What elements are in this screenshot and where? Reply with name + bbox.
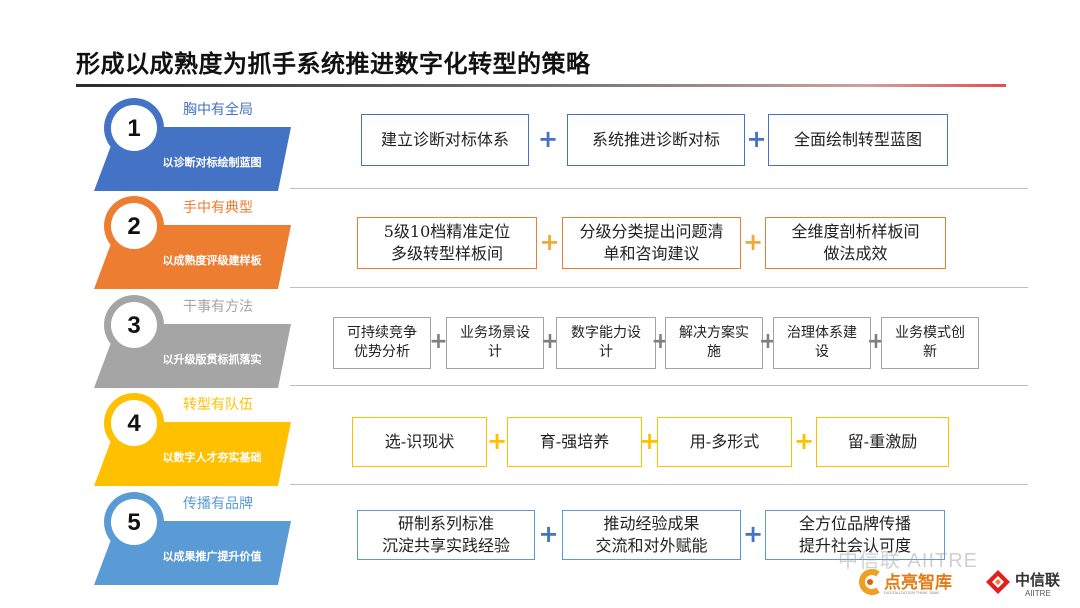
row-separator [290,188,1028,189]
plus-icon: + [538,520,559,548]
strategy-number: 1 [127,115,141,142]
strategy-1-item-box: 全面绘制转型蓝图 [768,114,948,166]
strategy-heading: 手中有典型 [183,200,253,216]
strategy-number: 2 [127,213,141,240]
plus-icon: + [540,329,560,354]
strategy-2-item-box: 5级10档精准定位 多级转型样板间 [357,217,537,269]
row-separator [290,385,1028,386]
strategy-5-item-box: 研制系列标准 沉淀共享实践经验 [357,510,535,560]
strategy-subtitle: 以诊断对标绘制蓝图 [162,156,262,169]
badge-shape-icon [94,295,291,388]
strategy-badge-1: 1 胸中有全局以诊断对标绘制蓝图 [88,97,298,193]
page-title: 形成以成熟度为抓手系统推进数字化转型的策略 [76,50,591,78]
strategy-badge-4: 4 转型有队伍以数字人才夯实基础 [88,392,298,488]
think-tank-logo: 点亮智库 DIGITALIZATION THINK TANK [858,566,968,600]
strategy-4-item-box: 选-识现状 [352,417,487,467]
strategy-2-item-box: 全维度剖析样板间 做法成效 [765,217,946,269]
plus-icon: + [758,329,778,354]
badge-shape-icon [94,196,291,289]
think-tank-logo-name: 点亮智库 [884,573,952,592]
strategy-heading: 转型有队伍 [183,397,253,413]
aiitre-logo: 中信联 AIITRE [985,566,1075,600]
strategy-4-item-box: 用-多形式 [657,417,792,467]
plus-icon: + [537,125,559,153]
aiitre-logo-icon [986,570,1010,594]
plus-icon: + [866,329,886,354]
aiitre-logo-subtitle: AIITRE [1025,589,1051,598]
strategy-badge-3: 3 干事有方法以升级版贯标抓落实 [88,294,298,390]
strategy-1-item-box: 建立诊断对标体系 [361,114,529,166]
badge-shape-icon [94,492,291,585]
strategy-3-item-box: 数字能力设 计 [556,317,656,369]
plus-icon: + [742,228,764,256]
strategy-3-item-box: 业务模式创 新 [881,317,979,369]
strategy-heading: 干事有方法 [183,299,253,315]
strategy-heading: 胸中有全局 [183,102,253,118]
strategy-2-item-box: 分级分类提出问题清 单和咨询建议 [562,217,741,269]
plus-icon: + [429,329,448,354]
title-underline [76,84,1006,87]
plus-icon: + [793,427,815,455]
think-tank-logo-icon [859,569,880,595]
strategy-badge-5: 5 传播有品牌以成果推广提升价值 [88,491,298,587]
strategy-3-item-box: 业务场景设 计 [446,317,544,369]
strategy-subtitle: 以数字人才夯实基础 [162,451,262,464]
strategy-subtitle: 以成果推广提升价值 [162,550,262,563]
strategy-3-item-box: 治理体系建 设 [773,317,871,369]
strategy-badge-2: 2 手中有典型以成熟度评级建样板 [88,195,298,291]
plus-icon: + [746,125,767,153]
strategy-4-item-box: 留-重激励 [816,417,949,467]
strategy-number: 4 [127,410,141,437]
strategy-4-item-box: 育-强培养 [507,417,642,467]
strategy-1-item-box: 系统推进诊断对标 [567,114,745,166]
strategy-heading: 传播有品牌 [183,496,253,512]
badge-shape-icon [94,393,291,486]
plus-icon: + [486,427,508,455]
strategy-3-item-box: 解决方案实 施 [665,317,763,369]
strategy-number: 5 [127,509,141,536]
think-tank-logo-subtitle: DIGITALIZATION THINK TANK [884,590,940,595]
row-separator [290,484,1028,485]
aiitre-logo-name: 中信联 [1015,572,1061,589]
row-separator [290,287,1028,288]
strategy-5-item-box: 全方位品牌传播 提升社会认可度 [765,510,945,560]
strategy-3-item-box: 可持续竞争 优势分析 [333,317,431,369]
strategy-subtitle: 以升级版贯标抓落实 [162,353,262,366]
plus-icon: + [742,520,764,548]
plus-icon: + [639,427,660,455]
strategy-subtitle: 以成熟度评级建样板 [162,254,262,267]
plus-icon: + [539,228,560,256]
badge-shape-icon [94,98,291,191]
strategy-5-item-box: 推动经验成果 交流和对外赋能 [562,510,741,560]
strategy-number: 3 [127,312,141,339]
watermark-text: 中信联 AIITRE [838,550,979,572]
